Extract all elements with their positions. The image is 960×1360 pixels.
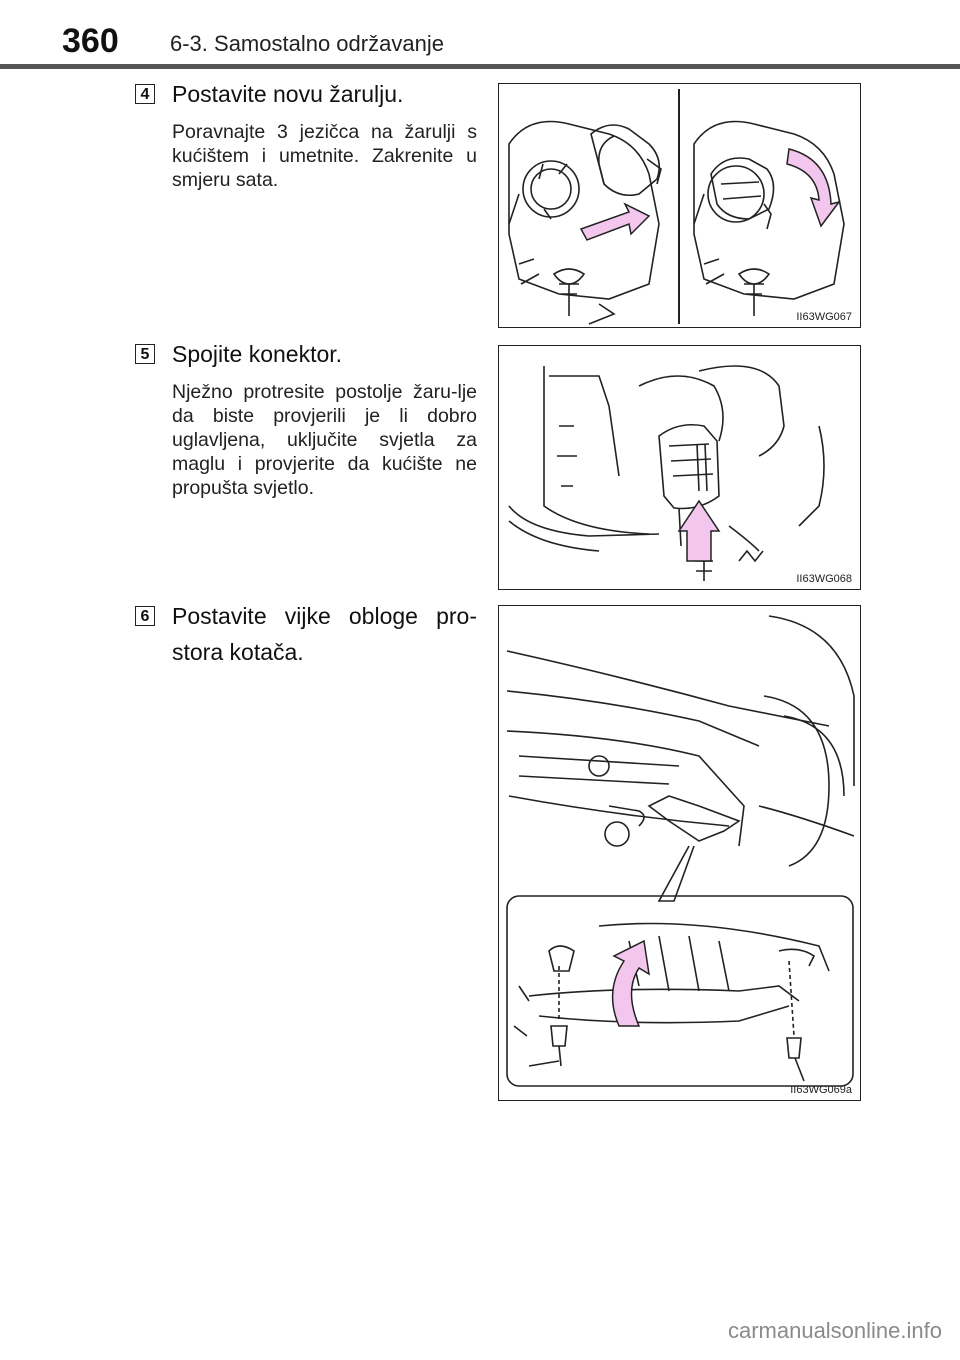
figure-wheel-liner-screws: II63WG069a (498, 605, 861, 1101)
step-5: 5 Spojite konektor. Nježno protresite po… (135, 341, 477, 582)
header-rule (0, 64, 960, 69)
step-heading: Spojite konektor. (172, 341, 343, 367)
figure-install-bulb: II63WG067 (498, 83, 861, 328)
watermark: carmanualsonline.info (727, 1318, 942, 1343)
step-heading: Postavite novu žarulju. (172, 81, 404, 107)
connector-illustration (508, 365, 825, 581)
figure-code: II63WG068 (796, 573, 852, 585)
section-title: 6-3. Samostalno održavanje (170, 31, 444, 56)
clockwise-arrow (786, 148, 841, 228)
figure-code: II63WG069a (790, 1084, 852, 1096)
wheel-liner-illustration (506, 615, 855, 1087)
bulb-install-illustration (508, 89, 845, 325)
page-number: 360 (62, 22, 119, 60)
insert-arrow (579, 202, 651, 241)
step-number-badge: 5 (135, 344, 155, 364)
step-body: Nježno protresite postolje žaru-lje da b… (172, 381, 477, 499)
install-liner-arrow (611, 939, 650, 1027)
step-heading: Postavite vijke obloge pro-stora kotača. (172, 603, 477, 665)
step-4: 4 Postavite novu žarulju. Poravnajte 3 j… (135, 81, 477, 322)
figure-connect-connector: II63WG068 (498, 345, 861, 590)
figure-code: II63WG067 (796, 311, 852, 323)
step-body: Poravnajte 3 jezičca na žarulji s kućišt… (172, 121, 477, 191)
step-6: 6 Postavite vijke obloge pro-stora kotač… (135, 598, 477, 678)
step-number-badge: 4 (135, 84, 155, 104)
connect-up-arrow (677, 499, 721, 562)
step-number-badge: 6 (135, 606, 155, 626)
